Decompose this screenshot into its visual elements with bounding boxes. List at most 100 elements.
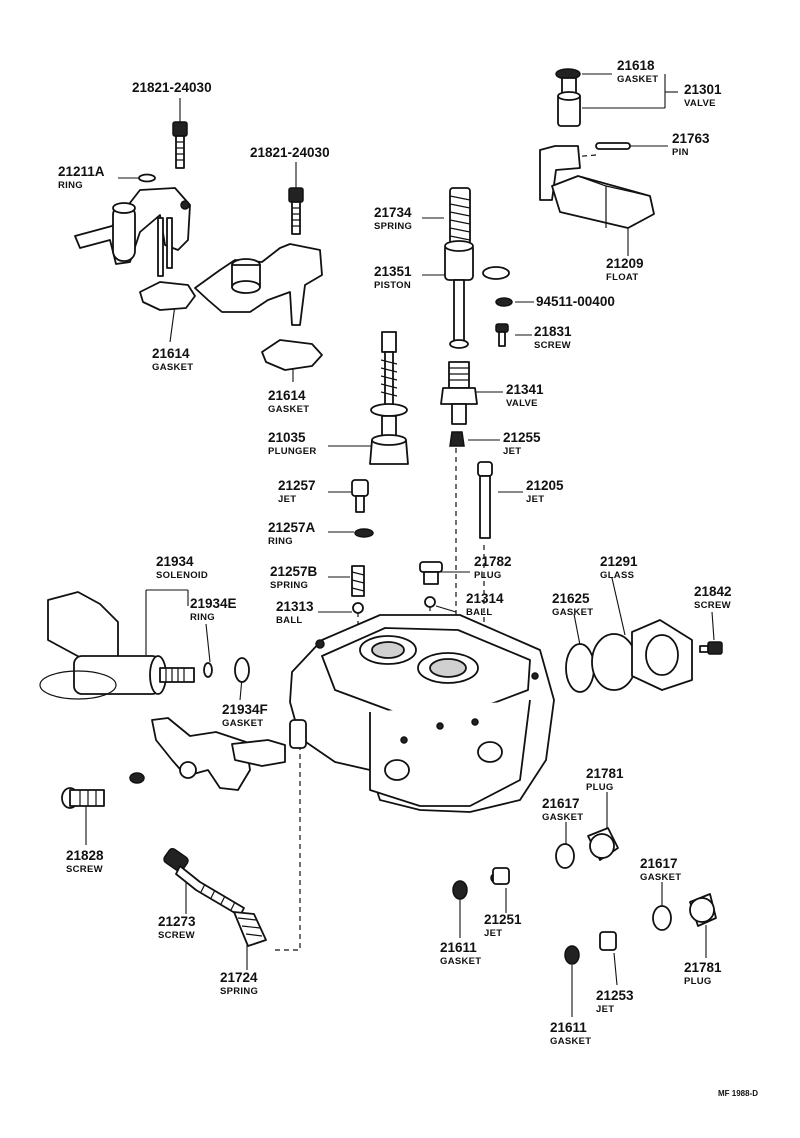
needle-valve-icon: [557, 77, 581, 127]
part-name: SOLENOID: [156, 570, 208, 581]
spring-icon: [233, 911, 267, 947]
part-name: JET: [484, 928, 502, 939]
ring-icon: [354, 528, 374, 538]
part-name: SPRING: [374, 221, 412, 232]
part-number: 21821-24030: [250, 145, 330, 160]
ring-icon: [138, 173, 156, 183]
part-number: 21842: [694, 584, 732, 599]
part-number: 21614: [268, 388, 306, 403]
screw-icon: [495, 323, 509, 347]
part-number: 21257B: [270, 564, 318, 579]
part-name: GASKET: [268, 404, 309, 415]
screw-icon: [699, 641, 723, 655]
part-name: BALL: [276, 615, 303, 626]
part-number: 21763: [672, 131, 710, 146]
pin-icon: [595, 142, 631, 150]
throttle-link-assembly-icon: [74, 187, 191, 277]
part-name: VALVE: [506, 398, 538, 409]
power-valve-icon: [440, 361, 478, 425]
part-name: RING: [268, 536, 293, 547]
part-number: 21614: [152, 346, 190, 361]
plug-icon: [689, 893, 717, 927]
float-icon: [539, 145, 655, 229]
part-name: JET: [596, 1004, 614, 1015]
part-number: 21273: [158, 914, 196, 929]
cover-plate-icon: [631, 619, 693, 691]
gasket-icon: [652, 905, 672, 931]
assembly-center-lines: [275, 154, 597, 951]
part-number: 21625: [552, 591, 590, 606]
part-name: PLUNGER: [268, 446, 317, 457]
part-name: GASKET: [440, 956, 481, 967]
diagram-reference-code: MF 1988-D: [718, 1089, 758, 1098]
part-labels: 21821-24030 21211A RING 21821-24030 2161…: [58, 58, 732, 1047]
part-name: SCREW: [66, 864, 103, 875]
part-name: JET: [503, 446, 521, 457]
part-name: RING: [190, 612, 215, 623]
spring-icon: [351, 565, 365, 597]
screw-icon: [288, 187, 304, 235]
part-number: 21313: [276, 599, 314, 614]
part-name: GASKET: [640, 872, 681, 883]
part-name: SCREW: [534, 340, 571, 351]
part-name: JET: [278, 494, 296, 505]
part-number: 21301: [684, 82, 722, 97]
part-number: 21211A: [58, 164, 105, 179]
jet-icon: [351, 479, 369, 513]
part-number: 21611: [550, 1020, 587, 1035]
part-number: 94511-00400: [536, 294, 615, 309]
gasket-icon: [234, 657, 250, 683]
part-number: 21257: [278, 478, 316, 493]
part-number: 21611: [440, 940, 477, 955]
gasket-icon: [555, 843, 575, 869]
part-number: 21291: [600, 554, 638, 569]
part-number: 21617: [640, 856, 678, 871]
part-number: 21035: [268, 430, 306, 445]
part-name: GASKET: [222, 718, 263, 729]
ball-icon: [424, 596, 436, 608]
part-name: PLUG: [474, 570, 502, 581]
part-name: GASKET: [550, 1036, 591, 1047]
part-number: 21257A: [268, 520, 316, 535]
screw-icon: [61, 787, 105, 809]
part-name: VALVE: [684, 98, 716, 109]
part-name: PIN: [672, 147, 689, 158]
part-number: 21781: [586, 766, 624, 781]
part-number: 21828: [66, 848, 104, 863]
gasket-icon: [564, 945, 580, 965]
part-number: 21341: [506, 382, 544, 397]
part-name: GASKET: [617, 74, 658, 85]
part-number: 21251: [484, 912, 522, 927]
gasket-icon: [261, 339, 323, 371]
part-number: 21821-24030: [132, 80, 212, 95]
part-number: 21314: [466, 591, 504, 606]
part-number: 21205: [526, 478, 564, 493]
throttle-lever-icon: [129, 717, 286, 791]
screw-icon: [172, 121, 188, 169]
jet-tube-icon: [477, 461, 493, 539]
part-number: 21782: [474, 554, 512, 569]
ring-icon: [203, 662, 213, 678]
plunger-icon: [369, 331, 409, 465]
spring-icon: [449, 187, 471, 245]
part-number: 21934E: [190, 596, 237, 611]
part-number: 21253: [596, 988, 634, 1003]
part-number: 21781: [684, 960, 722, 975]
part-name: RING: [58, 180, 83, 191]
gasket-icon: [452, 880, 468, 900]
piston-icon: [444, 240, 474, 349]
part-name: PLUG: [684, 976, 712, 987]
part-name: GASKET: [152, 362, 193, 373]
jet-icon: [449, 431, 465, 447]
part-number: 21724: [220, 970, 258, 985]
solenoid-icon: [39, 591, 195, 700]
jet-icon: [490, 867, 510, 885]
part-name: PISTON: [374, 280, 411, 291]
gasket-icon: [139, 281, 196, 311]
part-name: SPRING: [270, 580, 308, 591]
part-name: GASKET: [552, 607, 593, 618]
part-name: GLASS: [600, 570, 634, 581]
gasket-icon: [565, 643, 595, 693]
carburetor-body-icon: [289, 614, 555, 813]
